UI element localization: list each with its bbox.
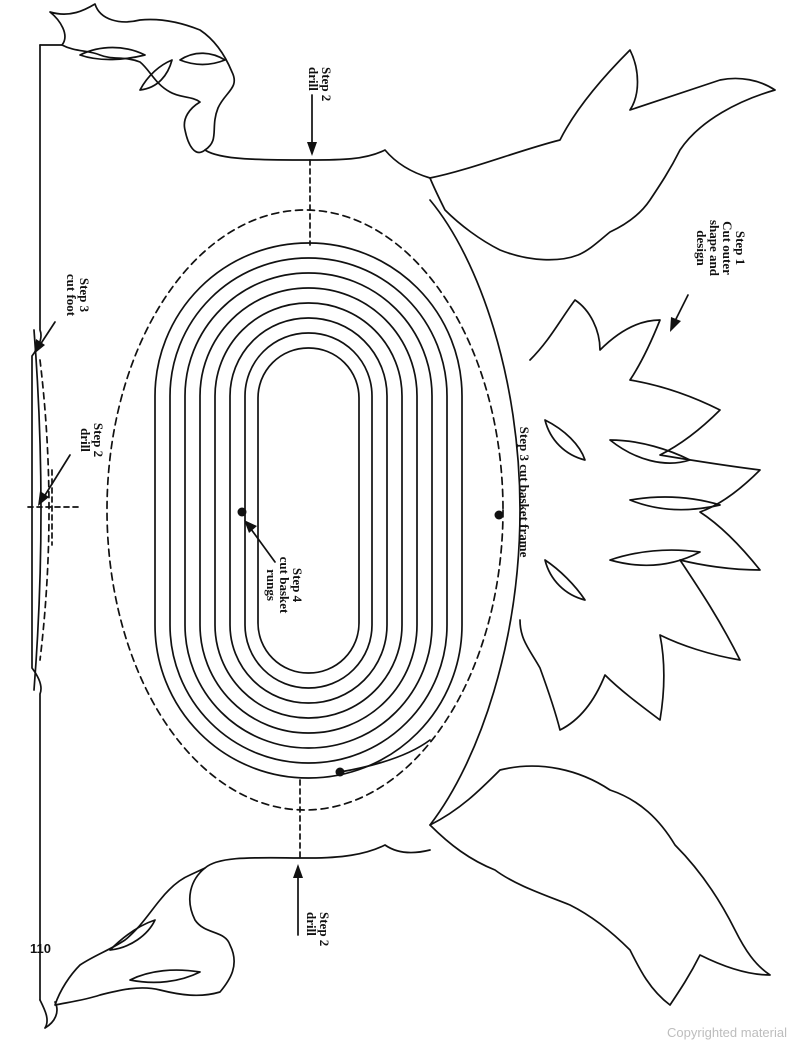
lower-bird (429, 765, 771, 1006)
right-flower-spray (519, 299, 761, 731)
arrowhead-step4 (244, 520, 257, 533)
frame-right-curve (429, 199, 521, 826)
label-step2-middle-line2: drill (78, 428, 93, 452)
basket-rung-4 (199, 287, 418, 734)
label-step1-line4: design (694, 230, 709, 266)
basket-rung-2 (169, 257, 448, 764)
label-step3-foot-line2: cut foot (64, 274, 79, 317)
top-leaf-3 (179, 52, 226, 66)
label-step4-line1: Step 4 (290, 568, 305, 603)
label-step2-bottom: Step 2 drill (304, 912, 332, 946)
bottom-flower-spray (54, 867, 235, 1006)
top-flower-spray (49, 3, 236, 154)
copyright-watermark: Copyrighted material (667, 1025, 787, 1040)
basket-rung-3 (184, 272, 433, 749)
spray-leaf-1 (544, 419, 586, 461)
bottom-leaf-3 (39, 999, 58, 1029)
arrowhead-step2-middle (38, 491, 49, 506)
foot-arc-dashed (39, 359, 50, 661)
foot-arc (33, 329, 42, 691)
label-step1-line3: shape and (707, 220, 722, 277)
label-step2-top-line2: drill (306, 67, 321, 91)
page-number: 110 (30, 941, 51, 956)
drill-point-frame (494, 510, 504, 520)
basket-rung-7 (244, 332, 373, 689)
spray-leaf-3 (609, 439, 691, 464)
basket-rung-1 (154, 242, 463, 779)
upper-bird (429, 49, 776, 261)
label-step1-line2: Cut outer (720, 221, 735, 275)
basket-rung-6 (229, 317, 388, 704)
label-step2-bottom-line2: drill (304, 912, 319, 936)
top-leaf-2 (139, 59, 173, 91)
drill-point-rungs-end (335, 767, 345, 777)
arrowhead-step2-top (307, 142, 317, 156)
arrow-step2-middle (41, 454, 71, 501)
arrowhead-step3-foot (34, 339, 45, 354)
arrowhead-step2-bottom (293, 864, 303, 878)
bottom-neck (204, 844, 431, 869)
label-step3-frame-line1: Step 3 cut basket frame (517, 427, 532, 558)
label-step3-foot: Step 3 cut foot (64, 274, 92, 317)
label-step2-middle: Step 2 drill (78, 423, 106, 457)
label-step2-top: Step 2 drill (306, 67, 334, 101)
label-step3-foot-line1: Step 3 (77, 278, 92, 313)
base-edge-left (31, 44, 42, 1001)
bottom-leaf-1 (129, 969, 201, 984)
label-step2-middle-line1: Step 2 (91, 423, 106, 457)
label-step2-bottom-line1: Step 2 (317, 912, 332, 946)
basket-frame-dashed (106, 209, 504, 811)
spray-leaf-4 (609, 549, 701, 567)
label-step3-frame: Step 3 cut basket frame (517, 427, 532, 558)
drill-point-rungs-start (237, 507, 247, 517)
basket-rung-5 (214, 302, 403, 719)
label-step4-line2: cut basket (277, 557, 292, 614)
bottom-leaf-2 (109, 919, 156, 951)
spray-leaf-2 (544, 559, 586, 601)
label-step4-line3: rungs (264, 569, 279, 601)
label-step1-line1: Step 1 (733, 231, 748, 265)
basket-rung-8 (257, 347, 360, 674)
top-leaf-1 (79, 46, 146, 61)
rung-spiral-tail (339, 739, 431, 773)
arrow-step4 (247, 524, 276, 563)
spray-leaf-5 (629, 496, 721, 511)
label-step2-top-line1: Step 2 (319, 67, 334, 101)
label-step1: Step 1 Cut outer shape and design (694, 220, 748, 277)
arrowhead-step1 (670, 317, 681, 332)
label-step4: Step 4 cut basket rungs (264, 557, 305, 614)
top-neck (204, 149, 431, 179)
